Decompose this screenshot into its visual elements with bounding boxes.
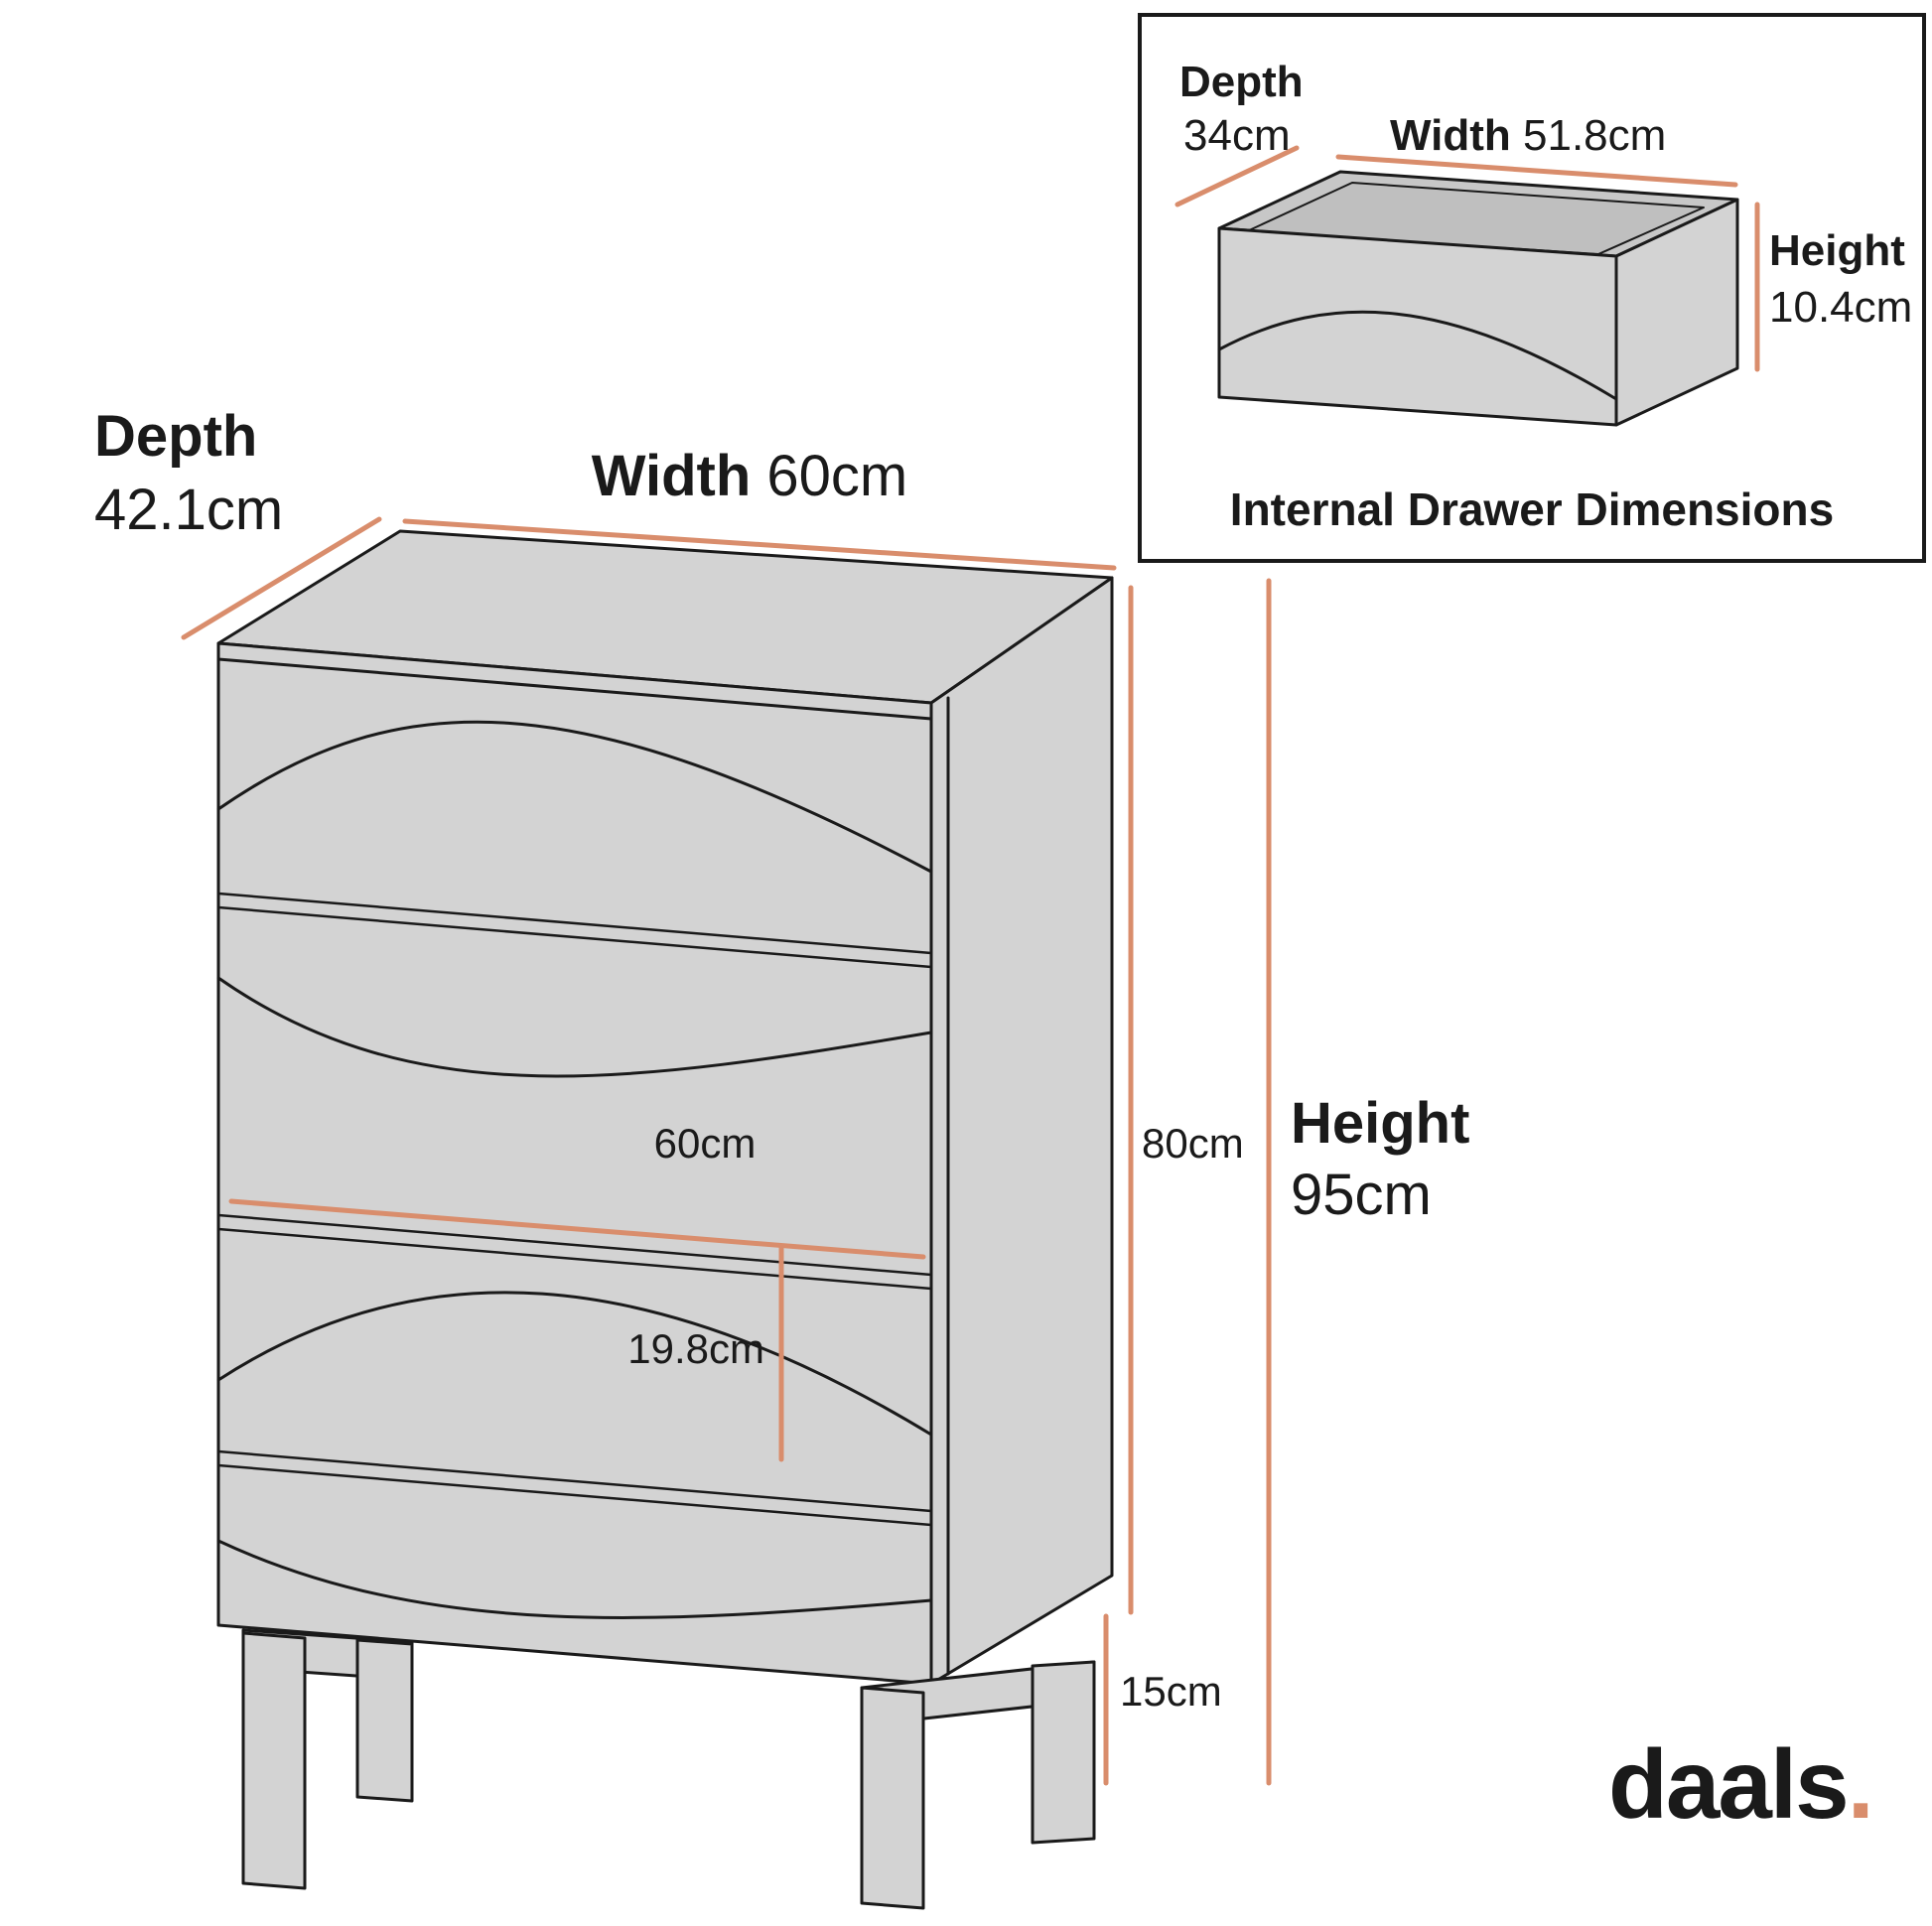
leg-back-left (355, 1638, 414, 1803)
inset-depth-dimension-line (1174, 145, 1300, 207)
cabinet-drawing (216, 529, 1114, 1910)
inset-height-label: Height (1769, 226, 1905, 275)
cabinet-front-face (216, 641, 933, 1686)
drawer-wave (1217, 310, 1618, 401)
inset-width-value: 51.8cm (1523, 111, 1667, 160)
depth-dimension-line (181, 516, 382, 640)
leg-front-right (860, 1686, 925, 1910)
internal-width-value: 60cm (653, 1120, 757, 1167)
leg-back-right (1031, 1660, 1096, 1845)
inset-depth-label: Depth (1179, 58, 1304, 106)
width-dimension-line (402, 518, 1117, 571)
inset-drawer-drawing (1217, 170, 1739, 427)
drawer-front-height-value: 19.8cm (627, 1325, 764, 1372)
cabinet-right-face (929, 576, 1114, 1686)
inset-title: Internal Drawer Dimensions (1229, 483, 1835, 535)
leg-height-value: 15cm (1120, 1668, 1222, 1715)
main-height-value: 95cm (1291, 1163, 1432, 1227)
drawer-gap-lines (216, 892, 933, 1527)
drawer-wave-pattern (216, 720, 933, 1619)
inset-width-label-text: Width (1390, 111, 1511, 160)
body-height-value: 80cm (1142, 1120, 1244, 1167)
dimension-lines (181, 145, 1760, 1786)
inset-width-dimension-line (1335, 154, 1738, 188)
inset-depth-value: 34cm (1183, 111, 1291, 160)
main-height-label: Height (1291, 1091, 1470, 1156)
cabinet-legs (241, 1628, 1096, 1910)
main-width-value: 60cm (766, 444, 908, 508)
inset-width-label: Width 51.8cm (1390, 111, 1666, 160)
main-width-label: Width 60cm (551, 444, 948, 509)
leg-front-left (241, 1631, 307, 1890)
inset-box-border (1138, 13, 1926, 563)
daals-logo-text: daals (1608, 1729, 1850, 1839)
daals-logo: daals. (1608, 1735, 1874, 1833)
inset-height-value: 10.4cm (1769, 283, 1913, 332)
cabinet-top-edge-line (216, 657, 933, 721)
drawer-front-face (1217, 226, 1618, 427)
main-depth-label: Depth (94, 404, 258, 469)
daals-logo-dot: . (1847, 1729, 1874, 1839)
main-depth-value: 42.1cm (94, 478, 284, 542)
internal-width-dimension-line (228, 1198, 926, 1260)
main-width-label-text: Width (591, 444, 752, 508)
